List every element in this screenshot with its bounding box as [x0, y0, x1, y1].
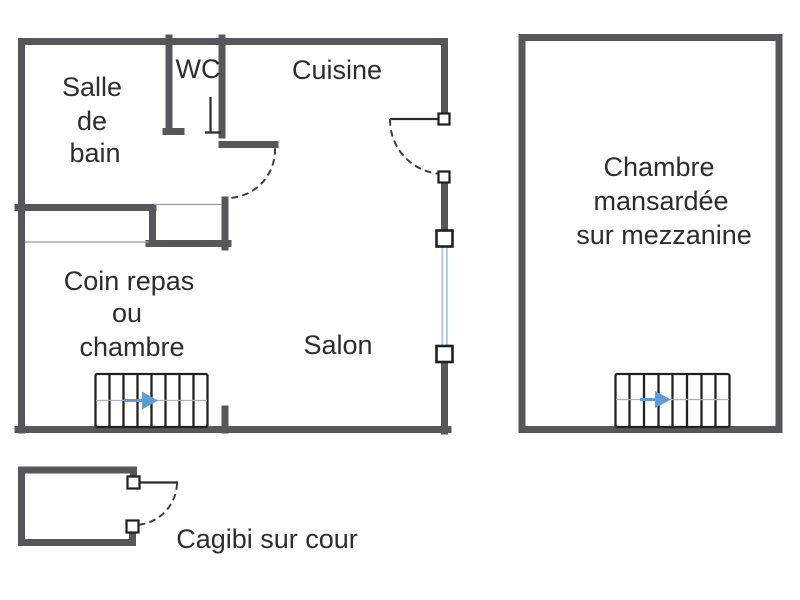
window: [435, 229, 454, 364]
stairs-left-outline: [94, 372, 209, 429]
window-glass-lines: [441, 246, 448, 346]
bathroom-label-line1: Salle: [62, 72, 122, 102]
room-labels: Salle de bain WC Cuisine Coin repas ou c…: [62, 54, 752, 554]
stairs-left-direction-arrow-icon: [142, 391, 158, 410]
entry-door-hinge-square-bottom: [437, 170, 451, 184]
main-unit-walls: [14, 34, 452, 435]
annex-unit-walls: [518, 34, 783, 433]
window-frame-square-bottom: [435, 344, 454, 364]
storage-door-hinge-square-bottom: [125, 519, 140, 534]
bedroom-label-line2: mansardée: [593, 186, 728, 216]
bathroom-label-line3: bain: [69, 138, 120, 168]
storage-door-swing-arc: [133, 483, 178, 527]
bedroom-label-line3: sur mezzanine: [576, 220, 752, 250]
stairs-right: [614, 372, 731, 429]
main-unit: [14, 34, 452, 435]
bedroom-label-line1: Chambre: [603, 152, 714, 182]
dining-label-line1: Coin repas: [64, 266, 195, 296]
kitchen-label: Cuisine: [292, 55, 382, 85]
dining-label-line3: chambre: [79, 332, 184, 362]
storage-door-hinge-square-top: [126, 475, 141, 490]
living-label: Salon: [303, 330, 372, 360]
dining-label-line2: ou: [112, 298, 142, 328]
stairs-right-direction-arrow-icon: [655, 391, 671, 408]
storage-label: Cagibi sur cour: [176, 524, 358, 554]
stairs-right-outline: [614, 372, 731, 429]
annex-unit: [518, 34, 783, 433]
closet-lines: [25, 203, 222, 243]
wc-door-leaf: [205, 97, 221, 134]
window-frame-square-top: [435, 229, 454, 248]
stairs-left: [94, 372, 209, 429]
storage-unit-walls: [18, 466, 137, 546]
kitchen-door-swing-arc: [227, 148, 277, 199]
bathroom-label-line2: de: [77, 106, 107, 136]
wc-label: WC: [176, 54, 221, 84]
storage-unit: [18, 466, 137, 546]
entry-door-hinge-square-top: [437, 112, 451, 126]
entry-door-swing-arc: [389, 119, 445, 175]
